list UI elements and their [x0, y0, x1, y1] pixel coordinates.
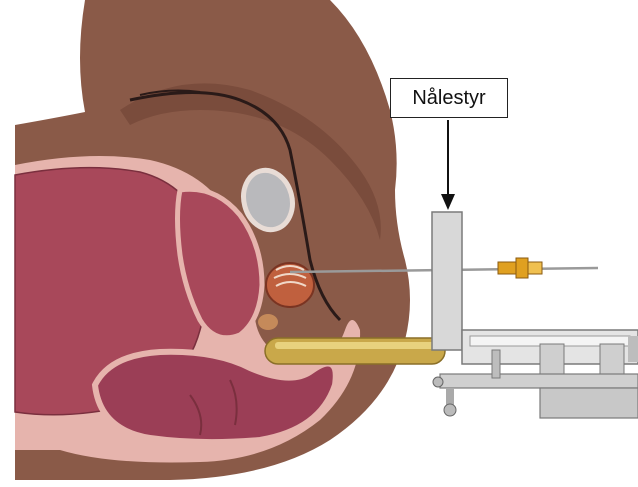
- needle-guide-label: Nålestyr: [390, 78, 508, 118]
- needle-guide-device: [432, 212, 638, 418]
- ultrasound-probe: [265, 338, 445, 364]
- callout-arrow: [441, 120, 455, 210]
